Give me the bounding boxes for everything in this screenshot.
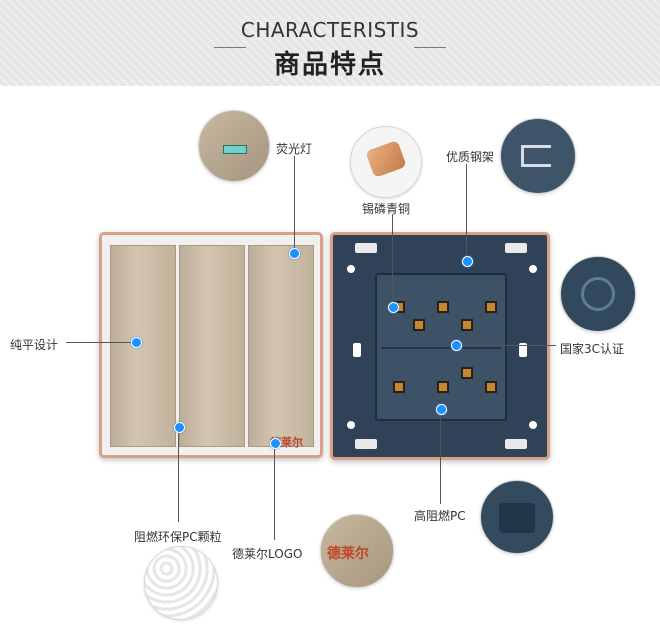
indicator-light (223, 145, 247, 154)
copper-terminal (413, 319, 425, 331)
label-cert-3c: 国家3C认证 (560, 342, 625, 356)
page-title-english: CHARACTERISTIS (240, 18, 420, 42)
label-brand-logo: 德莱尔LOGO (232, 547, 303, 561)
mechanism-divider (381, 347, 501, 349)
switch-key-left (110, 245, 176, 447)
mount-hole (347, 265, 355, 273)
callout-dot-pc (436, 404, 447, 415)
switch-key-middle (179, 245, 245, 447)
callout-dot-brand-logo (270, 438, 281, 449)
mount-hole (529, 421, 537, 429)
panel-clip (355, 439, 377, 449)
label-fluorescent-light: 荧光灯 (276, 142, 313, 156)
leader-line (456, 345, 556, 346)
panel-clip (505, 243, 527, 253)
copper-terminal (393, 381, 405, 393)
copper-terminal (461, 367, 473, 379)
leader-line (274, 444, 275, 540)
cert-3c-mark (581, 277, 615, 311)
copper-terminal (437, 381, 449, 393)
page-title: 商品特点 (273, 50, 386, 80)
label-flame-retardant-pc: 高阻燃PC (414, 509, 466, 523)
callout-dot-phosphor-bronze (388, 302, 399, 313)
header-banner (0, 0, 660, 86)
mount-hole (347, 421, 355, 429)
label-flat-design: 纯平设计 (10, 338, 59, 352)
mount-slot (519, 343, 527, 357)
pc-particles-closeup (144, 546, 218, 620)
title-divider-left (214, 47, 246, 48)
copper-terminal (437, 301, 449, 313)
mount-slot (353, 343, 361, 357)
closeup-logo-text: 德莱尔 (327, 546, 369, 562)
leader-line (178, 428, 179, 522)
pc-shell-piece (499, 503, 535, 533)
copper-terminal (485, 381, 497, 393)
front-switch-panel: 德莱尔 (99, 232, 323, 458)
panel-clip (355, 243, 377, 253)
label-steel-frame: 优质钢架 (446, 150, 495, 164)
callout-dot-steel-frame (462, 256, 473, 267)
leader-line (294, 156, 295, 250)
bronze-contact (365, 140, 407, 178)
steel-frame-closeup (500, 118, 576, 194)
leader-line (66, 342, 134, 343)
title-divider-right (414, 47, 446, 48)
switch-mechanism (375, 273, 507, 421)
callout-dot-fluorescent-light (289, 248, 300, 259)
cert-3c-closeup (560, 256, 636, 332)
mount-hole (529, 265, 537, 273)
leader-line (440, 410, 441, 504)
steel-frame-piece (521, 145, 551, 167)
panel-clip (505, 439, 527, 449)
copper-terminal (485, 301, 497, 313)
switch-key-right (248, 245, 314, 447)
brand-logo-closeup: 德莱尔 (320, 514, 394, 588)
label-flame-retardant-particles: 阻燃环保PC颗粒 (134, 530, 222, 544)
pc-material-closeup (480, 480, 554, 554)
fluorescent-light-closeup (198, 110, 270, 182)
copper-terminal (461, 319, 473, 331)
callout-dot-cert-3c (451, 340, 462, 351)
label-phosphor-bronze: 锡磷青铜 (362, 202, 411, 216)
phosphor-bronze-closeup (350, 126, 422, 198)
leader-line (392, 214, 393, 304)
leader-line (466, 164, 467, 260)
callout-dot-flat-design (131, 337, 142, 348)
callout-dot-pc-particles (174, 422, 185, 433)
